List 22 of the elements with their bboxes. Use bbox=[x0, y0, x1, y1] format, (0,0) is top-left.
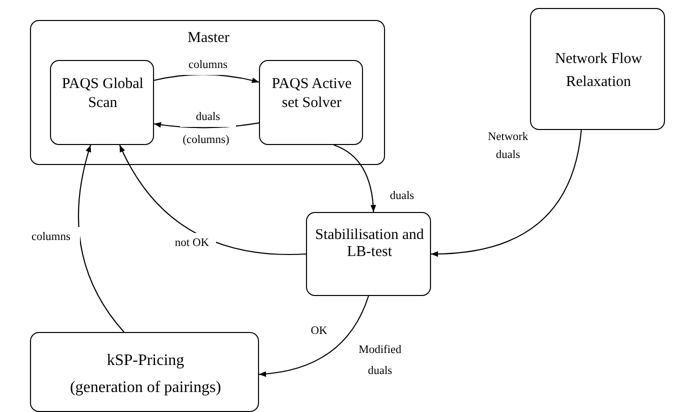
node-text: Stabililisation and LB-test bbox=[314, 227, 425, 261]
arrow bbox=[119, 144, 306, 256]
process-box bbox=[50, 60, 154, 145]
arrow bbox=[430, 130, 582, 257]
arrow bbox=[334, 144, 376, 212]
node-text: (generation of pairings) bbox=[68, 378, 222, 398]
node-text: Network Flow Relaxation bbox=[554, 50, 644, 92]
edge-note: (columns) bbox=[182, 133, 230, 148]
process-box bbox=[530, 8, 665, 130]
arrow bbox=[154, 122, 260, 128]
arrow bbox=[78, 144, 124, 332]
group-heading: Master bbox=[186, 29, 230, 48]
process-box bbox=[306, 212, 431, 296]
edge-note: Modified duals bbox=[358, 343, 402, 379]
arrow bbox=[154, 74, 260, 84]
node-text: PAQS Active set Solver bbox=[270, 74, 353, 113]
process-box bbox=[30, 20, 385, 165]
node-text: kSP-Pricing bbox=[106, 351, 186, 371]
process-box bbox=[258, 60, 363, 145]
node-text: PAQS Global Scan bbox=[60, 74, 144, 113]
arrow bbox=[258, 296, 370, 377]
process-box bbox=[30, 332, 259, 412]
